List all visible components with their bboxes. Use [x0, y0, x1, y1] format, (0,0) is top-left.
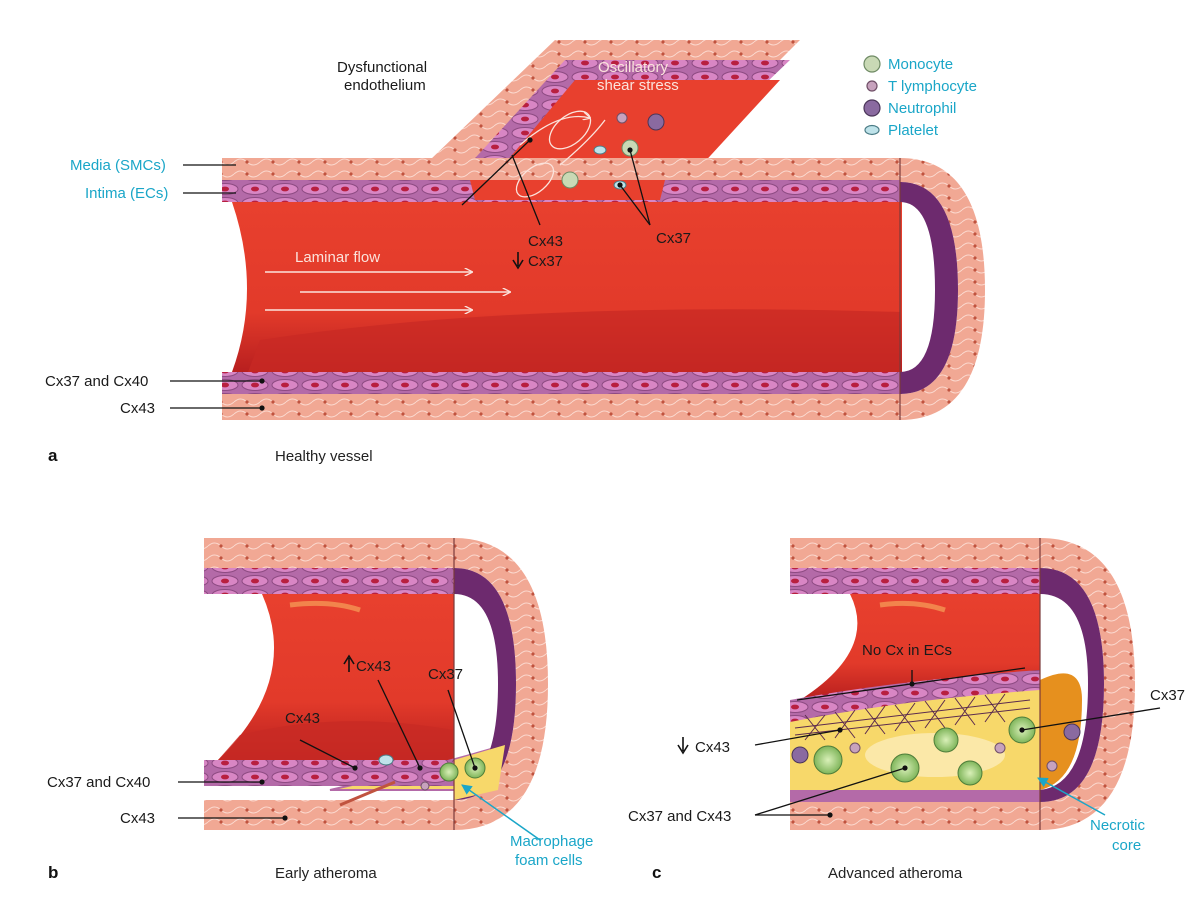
- early-atheroma-illustration: [178, 538, 548, 840]
- c-necrotic-label-line2: core: [1112, 837, 1141, 854]
- t-lymphocyte-icon: [867, 81, 877, 91]
- oscillatory-label-line2: shear stress: [597, 77, 679, 94]
- b-foam-label-line1: Macrophage: [510, 833, 593, 850]
- cx37-cx40-label: Cx37 and Cx40: [45, 373, 148, 390]
- b-cx43-media-label: Cx43: [120, 810, 155, 827]
- cx43-branch-label: Cx43: [528, 233, 563, 250]
- legend-label: Neutrophil: [888, 100, 956, 117]
- down-arrow-icon: [678, 737, 688, 753]
- c-cx43-down-label: Cx43: [695, 739, 730, 756]
- intima-bottom-wall: [222, 372, 902, 394]
- legend-item-monocyte: Monocyte: [864, 56, 953, 73]
- panel-c-caption: Advanced atheroma: [828, 865, 963, 882]
- healthy-vessel-illustration: [170, 40, 985, 420]
- intima-ecs-label: Intima (ECs): [85, 185, 168, 202]
- laminar-flow-label: Laminar flow: [295, 249, 380, 266]
- panel-b-letter: b: [48, 863, 58, 882]
- c-necrotic-label-line1: Necrotic: [1090, 817, 1146, 834]
- legend-label: Platelet: [888, 122, 939, 139]
- panel-a-caption: Healthy vessel: [275, 448, 373, 465]
- b-cx37-label: Cx37: [428, 666, 463, 683]
- b-foam-label-line2: foam cells: [515, 852, 583, 869]
- c-cx37-label: Cx37: [1150, 687, 1185, 704]
- c-no-cx-label: No Cx in ECs: [862, 642, 952, 659]
- cx37-cells-label: Cx37: [656, 230, 691, 247]
- panel-b-caption: Early atheroma: [275, 865, 377, 882]
- panel-a-letter: a: [48, 446, 58, 465]
- legend-item-neutrophil: Neutrophil: [864, 100, 956, 117]
- panel-c-letter: c: [652, 863, 661, 882]
- b-cx37-cx40-label: Cx37 and Cx40: [47, 774, 150, 791]
- b-cx43-label: Cx43: [285, 710, 320, 727]
- b-media-bottom: [204, 800, 454, 830]
- media-bottom-wall: [222, 394, 902, 420]
- media-smcs-label: Media (SMCs): [70, 157, 166, 174]
- media-top-wall: [222, 158, 902, 180]
- b-cx43-up-label: Cx43: [356, 658, 391, 675]
- neutrophil-icon: [864, 100, 880, 116]
- dysfunctional-label-line1: Dysfunctional: [337, 59, 427, 76]
- cx37-branch-label: Cx37: [528, 253, 563, 270]
- legend-label: Monocyte: [888, 56, 953, 73]
- monocyte-icon: [864, 56, 880, 72]
- legend-item-platelet: Platelet: [865, 122, 939, 139]
- c-cx37-cx43-label: Cx37 and Cx43: [628, 808, 731, 825]
- platelet-icon: [865, 126, 879, 135]
- b-intima-top: [204, 568, 454, 594]
- legend-item-t-lymphocyte: T lymphocyte: [867, 78, 977, 95]
- legend-label: T lymphocyte: [888, 78, 977, 95]
- b-media-top: [204, 538, 454, 568]
- dysfunctional-label-line2: endothelium: [344, 77, 426, 94]
- advanced-atheroma-illustration: [678, 538, 1160, 830]
- oscillatory-label-line1: Oscillatory: [598, 59, 669, 76]
- cx43-media-label: Cx43: [120, 400, 155, 417]
